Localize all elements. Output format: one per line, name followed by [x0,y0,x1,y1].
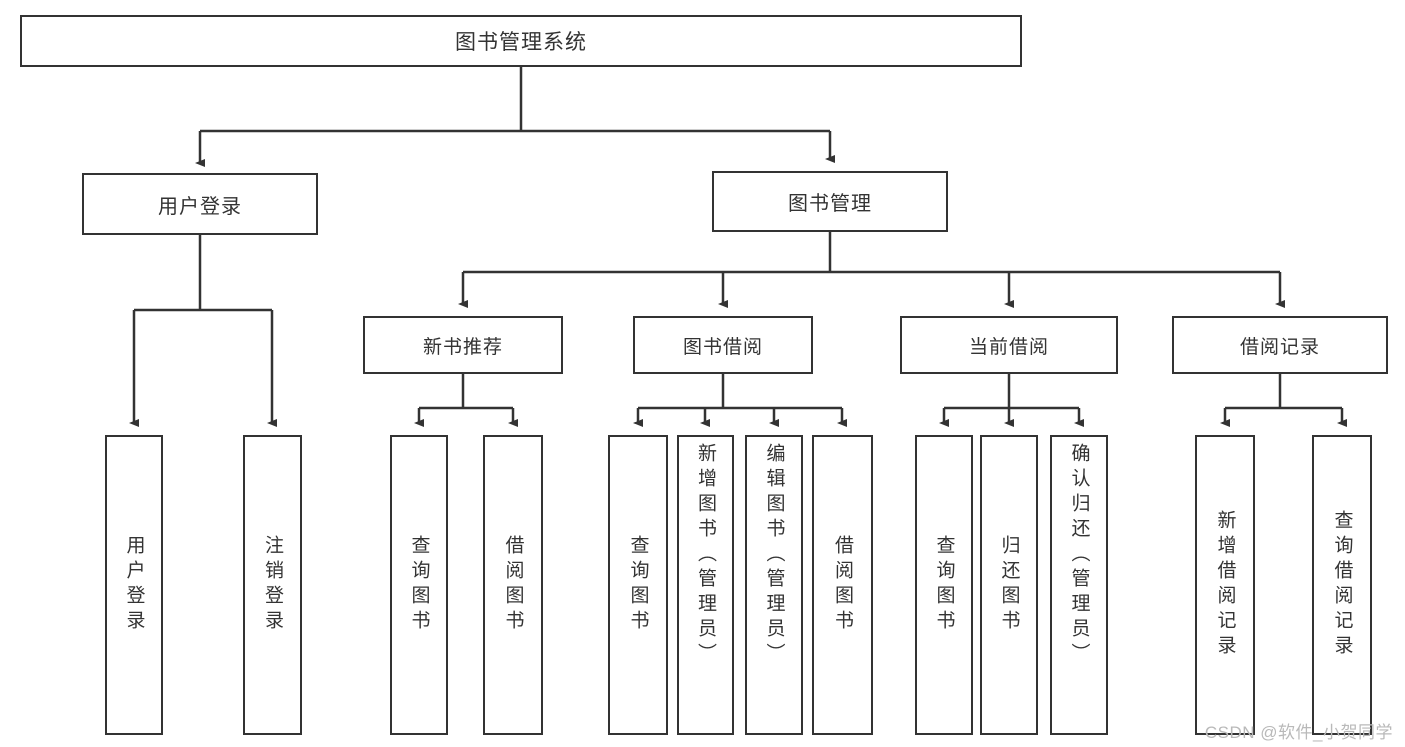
node-user-login-label: 用户登录 [158,195,242,218]
leaf-new-book-2-label: 借阅图书 [502,535,524,635]
node-book-management[interactable]: 图书管理 [712,171,948,232]
node-user-login[interactable]: 用户登录 [82,173,318,235]
leaf-book-borrow-2[interactable]: 新增图书（管理员） [677,435,734,735]
leaf-user-login-1-label: 用户登录 [123,535,145,635]
node-root-label: 图书管理系统 [455,31,587,54]
leaf-borrow-record-2[interactable]: 查询借阅记录 [1312,435,1372,735]
leaf-book-borrow-1-label: 查询图书 [627,535,649,635]
node-new-book-recommend[interactable]: 新书推荐 [363,316,563,374]
leaf-user-login-2-label: 注销登录 [262,535,283,635]
leaf-user-login-1[interactable]: 用户登录 [105,435,163,735]
node-book-borrow[interactable]: 图书借阅 [633,316,813,374]
leaf-borrow-record-1[interactable]: 新增借阅记录 [1195,435,1255,735]
node-current-borrow[interactable]: 当前借阅 [900,316,1118,374]
node-current-borrow-label: 当前借阅 [968,336,1049,358]
node-root[interactable]: 图书管理系统 [20,15,1022,67]
leaf-borrow-record-2-label: 查询借阅记录 [1331,510,1353,660]
node-book-borrow-label: 图书借阅 [682,336,763,358]
leaf-book-borrow-2-label: 新增图书（管理员） [695,443,716,668]
leaf-current-borrow-2-label: 归还图书 [998,535,1020,635]
leaf-current-borrow-3-label: 确认归还（管理员） [1068,443,1090,668]
leaf-user-login-2[interactable]: 注销登录 [243,435,302,735]
leaf-book-borrow-3[interactable]: 编辑图书（管理员） [745,435,803,735]
leaf-new-book-2[interactable]: 借阅图书 [483,435,543,735]
node-book-management-label: 图书管理 [788,193,872,215]
leaf-current-borrow-1-label: 查询图书 [933,535,955,635]
node-borrow-record-label: 借阅记录 [1239,336,1320,358]
leaf-borrow-record-1-label: 新增借阅记录 [1214,510,1236,660]
leaf-book-borrow-4-label: 借阅图书 [832,535,853,635]
leaf-new-book-1-label: 查询图书 [408,535,430,635]
node-borrow-record[interactable]: 借阅记录 [1172,316,1388,374]
leaf-book-borrow-4[interactable]: 借阅图书 [812,435,873,735]
node-new-book-recommend-label: 新书推荐 [422,336,503,358]
leaf-book-borrow-1[interactable]: 查询图书 [608,435,668,735]
csdn-watermark: CSDN @软件_小贺同学 [1204,723,1393,742]
leaf-current-borrow-3[interactable]: 确认归还（管理员） [1050,435,1108,735]
leaf-new-book-1[interactable]: 查询图书 [390,435,448,735]
leaf-current-borrow-1[interactable]: 查询图书 [915,435,973,735]
leaf-book-borrow-3-label: 编辑图书（管理员） [763,443,785,668]
leaf-current-borrow-2[interactable]: 归还图书 [980,435,1038,735]
